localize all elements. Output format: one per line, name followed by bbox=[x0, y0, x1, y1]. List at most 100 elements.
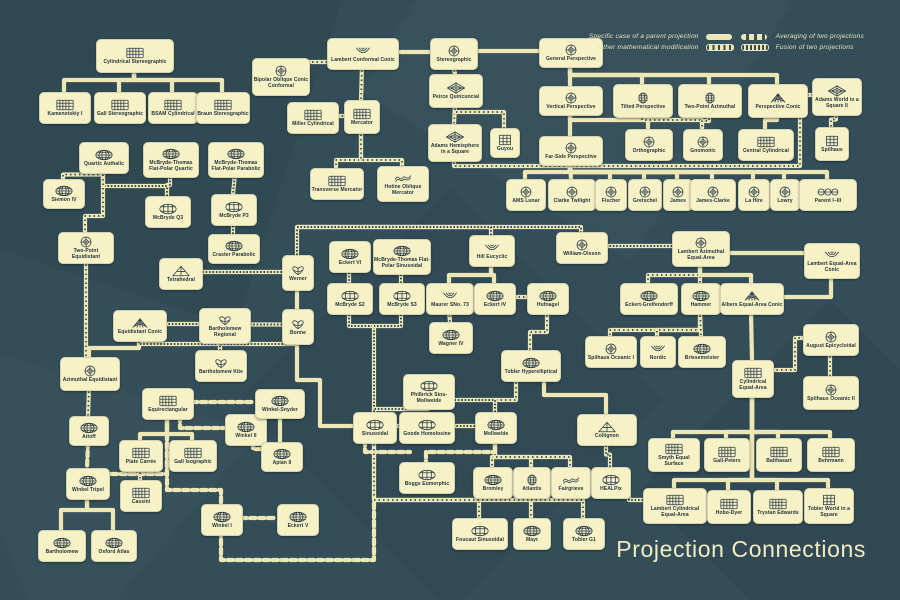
circ-projection-icon bbox=[80, 236, 92, 248]
oval-projection-icon bbox=[638, 92, 648, 103]
node-label: Smyth Equal Surface bbox=[658, 454, 690, 467]
edge-cea-august bbox=[769, 335, 806, 373]
ell-projection-icon bbox=[484, 474, 502, 485]
node-briese: Briesemeister bbox=[678, 336, 726, 368]
circ-projection-icon bbox=[605, 186, 617, 197]
node-amslunar: AMS Lunar bbox=[506, 179, 546, 211]
edge-wtripel-oxford bbox=[84, 493, 116, 533]
diam-projection-icon bbox=[446, 82, 466, 94]
node-lcc: Lambert Conformal Conic bbox=[327, 38, 399, 70]
circ-projection-icon bbox=[565, 44, 577, 55]
conic-projection-icon bbox=[132, 317, 148, 328]
node-label: Mercator bbox=[351, 119, 373, 126]
ell-projection-icon bbox=[237, 421, 255, 432]
ell-projection-icon bbox=[522, 357, 540, 368]
lobes-projection-icon bbox=[393, 290, 411, 301]
node-balthasart: Balthasart bbox=[756, 438, 802, 472]
edge-texture-tiltper-gnomonic bbox=[641, 114, 703, 129]
node-label: Fischer bbox=[601, 197, 621, 204]
edge-texture-mollweide-atlantis bbox=[494, 440, 532, 467]
node-maurer: Maurer SNo. 73 bbox=[426, 283, 474, 315]
node-bonne: Bonne bbox=[282, 309, 314, 345]
legend: Specific case of a parent projection Ave… bbox=[589, 33, 864, 51]
node-label: Adams World in a Square II bbox=[815, 96, 859, 109]
node-label: Briesemeister bbox=[684, 354, 720, 361]
ell-projection-icon bbox=[105, 537, 123, 548]
edge-texture-mollweide-philbrick bbox=[453, 399, 496, 412]
node-label: Mayr bbox=[525, 536, 539, 543]
lobes-projection-icon bbox=[471, 525, 489, 536]
node-mq3: McBryde Q3 bbox=[145, 196, 191, 228]
node-mtfps: McBryde-Thomas Flat-Polar Sinusoidal bbox=[373, 239, 431, 275]
node-miller: Miller Cylindrical bbox=[287, 102, 339, 134]
wave-projection-icon bbox=[394, 175, 412, 182]
sq-projection-icon bbox=[823, 494, 835, 505]
edge-texture-peirce-guyou bbox=[454, 104, 505, 128]
ell-projection-icon bbox=[341, 248, 359, 259]
node-aitoff: Aitoff bbox=[69, 416, 109, 446]
edge-laea-albers bbox=[697, 260, 754, 286]
node-label: Bartholomew Regional bbox=[208, 325, 242, 338]
node-label: Gretschel bbox=[633, 197, 657, 204]
ell-projection-icon bbox=[53, 537, 71, 548]
legend-swatch-dotted-line bbox=[705, 44, 734, 51]
node-label: Braun Stereographic bbox=[197, 110, 249, 117]
edge-texture-toblerhyp-mollweide bbox=[494, 378, 517, 412]
legend-swatch-solid-line bbox=[705, 33, 732, 40]
node-august: August Epicycloidal bbox=[803, 324, 859, 356]
cyl-projection-icon bbox=[720, 498, 738, 509]
node-qa: Quartic Authalic bbox=[79, 142, 129, 174]
node-ortho: Orthographic bbox=[625, 129, 673, 161]
node-eckert6: Eckert VI bbox=[329, 241, 371, 273]
node-label: Central Cylindrical bbox=[742, 147, 790, 154]
arc-projection-icon bbox=[356, 47, 370, 53]
node-label: Two-Point Equidistant bbox=[71, 247, 101, 260]
edge-texture-cea-august bbox=[772, 337, 803, 371]
node-label: August Epicycloidal bbox=[806, 342, 856, 349]
node-tetra: Tetrahedral bbox=[159, 258, 203, 290]
node-mp3: McBryde P3 bbox=[211, 194, 257, 226]
edge-texture-azeq-aitoff bbox=[87, 386, 90, 417]
cyl-projection-icon bbox=[665, 443, 683, 454]
arc-projection-icon bbox=[485, 244, 499, 250]
node-trystan: Trystan Edwards bbox=[753, 490, 803, 524]
node-label: Hotine Oblique Mercator bbox=[384, 183, 422, 196]
node-label: Spilhaus bbox=[821, 146, 843, 153]
node-label: Gnomonic bbox=[690, 147, 716, 154]
legend-label-specific-case: Specific case of a parent projection bbox=[588, 33, 699, 40]
node-winkel2: Winkel II bbox=[225, 414, 267, 446]
node-label: Bartholomew bbox=[45, 548, 79, 555]
node-hotine: Hotine Oblique Mercator bbox=[377, 166, 429, 202]
edge-texture-hufnagel-toblerhyp bbox=[529, 311, 548, 350]
node-label: Gall-Peters bbox=[713, 457, 741, 464]
node-label: Eckert V bbox=[287, 522, 309, 529]
lobes-projection-icon bbox=[418, 469, 436, 480]
node-label: McBryde Q3 bbox=[152, 214, 184, 221]
ell-projection-icon bbox=[271, 395, 289, 406]
node-label: Winkel-Snyder bbox=[262, 406, 298, 413]
node-lahire: La Hire bbox=[738, 179, 770, 211]
node-atlantis: Atlantis bbox=[513, 467, 551, 499]
node-label: Philbrick Sinu-Mollweide bbox=[410, 391, 448, 404]
node-label: Tilted Perspective bbox=[620, 103, 666, 110]
tri-projection-icon bbox=[598, 421, 616, 432]
node-label: Atlantis bbox=[522, 485, 542, 492]
edge-werner-hill bbox=[294, 224, 494, 238]
node-mayr: Mayr bbox=[513, 518, 551, 550]
node-eckert4: Eckert IV bbox=[474, 283, 516, 315]
node-label: Foucaut Sinusoidal bbox=[456, 536, 504, 543]
node-label: Spilhaus Oceanic II bbox=[807, 395, 855, 402]
conic-projection-icon bbox=[744, 290, 760, 301]
node-label: Guyou bbox=[496, 145, 514, 152]
node-label: Eckert-Greifendorff bbox=[625, 301, 673, 308]
node-label: Maurer SNo. 73 bbox=[431, 301, 469, 308]
ell-projection-icon bbox=[539, 290, 557, 301]
node-james: James bbox=[663, 179, 693, 211]
diam-projection-icon bbox=[827, 85, 847, 97]
node-label: Lambert Azimuthal Equal-Area bbox=[677, 248, 725, 261]
edge-farside-parent bbox=[567, 159, 830, 182]
node-siemon: Siemon IV bbox=[43, 179, 85, 209]
circ-projection-icon bbox=[643, 136, 655, 147]
edge-hill-eckert4 bbox=[488, 260, 497, 286]
node-label: Tetrahedral bbox=[167, 276, 195, 283]
